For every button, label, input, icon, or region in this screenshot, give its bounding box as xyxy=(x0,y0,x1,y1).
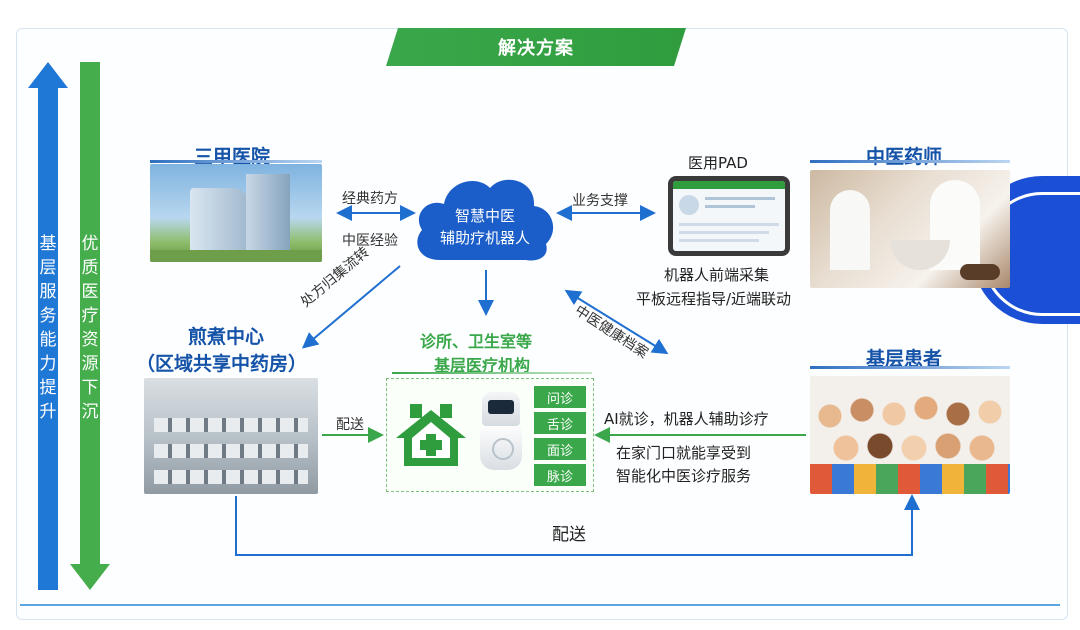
delivery-short-label: 配送 xyxy=(336,417,364,433)
pharmacist-underline xyxy=(810,160,1010,163)
tag-tongue-diagnosis: 舌诊 xyxy=(534,412,586,434)
delivery-long-label: 配送 xyxy=(552,525,586,545)
bottom-divider xyxy=(20,604,1060,606)
clinic-house-icon xyxy=(396,404,466,466)
diagram-frame xyxy=(16,28,1068,620)
cloud-line1: 智慧中医 xyxy=(454,207,515,225)
up-arrow-text: 基层服务能力提升 xyxy=(39,234,57,422)
pad-caption1: 机器人前端采集 xyxy=(664,266,770,284)
pad-title: 医用PAD xyxy=(688,154,748,172)
clinic-title1: 诊所、卫生室等 xyxy=(420,332,533,351)
pharmacist-photo xyxy=(810,170,1010,288)
clinic-title2: 基层医疗机构 xyxy=(434,356,531,375)
clinic-underline xyxy=(392,372,592,374)
decoction-photo xyxy=(144,378,318,494)
home-service-text2: 智能化中医诊疗服务 xyxy=(616,467,752,485)
pad-device xyxy=(668,176,790,256)
classic-formula-label: 经典药方 xyxy=(342,191,398,207)
cloud-label: 智慧中医 辅助疗机器人 xyxy=(420,205,550,249)
down-arrow-text: 优质医疗资源下沉 xyxy=(81,234,99,422)
decoction-title2: （区域共享中药房） xyxy=(136,353,308,375)
pad-screen xyxy=(673,181,785,251)
hospital-underline xyxy=(150,160,322,163)
up-arrow-icon xyxy=(28,62,68,590)
robot-image xyxy=(478,392,524,472)
tag-inquiry: 问诊 xyxy=(534,386,586,408)
patients-photo xyxy=(810,376,1010,494)
ai-consultation-text: AI就诊，机器人辅助诊疗 xyxy=(604,410,769,428)
down-arrow-icon xyxy=(70,62,110,590)
tag-pulse-diagnosis: 脉诊 xyxy=(534,464,586,486)
pharmacist-title: 中医药师 xyxy=(866,146,943,168)
tag-face-diagnosis: 面诊 xyxy=(534,438,586,460)
decoction-title1: 煎煮中心 xyxy=(188,326,265,348)
cloud-line2: 辅助疗机器人 xyxy=(439,229,530,247)
tcm-experience-label: 中医经验 xyxy=(342,233,398,249)
cloud-icon xyxy=(417,179,554,261)
home-service-text1: 在家门口就能享受到 xyxy=(616,444,752,462)
pad-caption2: 平板远程指导/近端联动 xyxy=(636,290,792,308)
hospital-photo xyxy=(150,164,322,262)
banner-title: 解决方案 xyxy=(386,28,686,66)
patients-underline xyxy=(810,366,1010,369)
patients-title: 基层患者 xyxy=(866,348,943,370)
business-support-label: 业务支撑 xyxy=(572,193,628,209)
